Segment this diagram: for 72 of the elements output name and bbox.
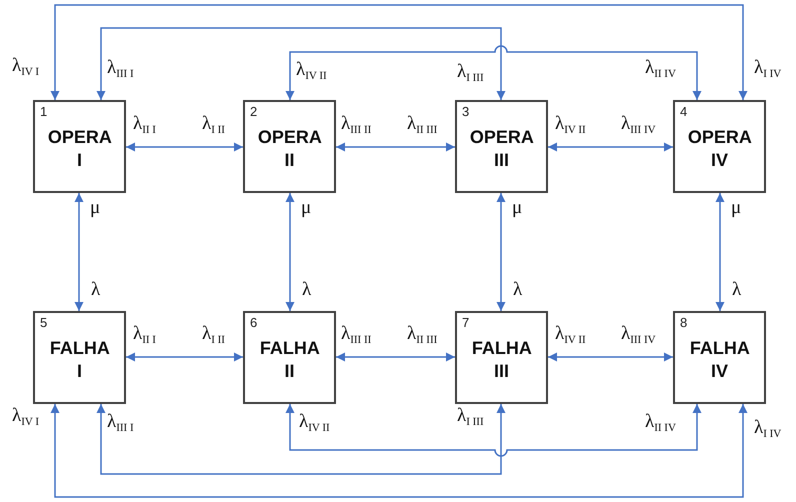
rate-label: λ$_{IV II}$ (296, 60, 327, 84)
state-name: OPERA I (48, 126, 112, 172)
arrow (336, 352, 455, 362)
state-box (673, 311, 766, 404)
arrow (50, 404, 748, 498)
rate-label: λ$_{III I}$ (107, 58, 134, 82)
state-name: OPERA II (258, 126, 322, 172)
state-name: FALHA III (472, 337, 532, 383)
rate-label: λ$_{II IV}$ (645, 412, 676, 436)
arrow (126, 142, 243, 152)
rate-label: λ$_{II III}$ (407, 324, 438, 348)
state-number: 8 (680, 315, 688, 330)
arrow (496, 193, 506, 311)
rate-label: μ (301, 198, 312, 218)
state-number: 6 (250, 315, 258, 330)
rate-label: λ$_{I IV}$ (754, 58, 782, 82)
rate-label: λ (513, 280, 522, 300)
state-name: OPERA IV (688, 126, 752, 172)
rate-label: λ$_{IV I}$ (12, 56, 40, 80)
rate-label: λ$_{IV II}$ (555, 324, 586, 348)
arrow (50, 4, 748, 100)
arrow (74, 193, 84, 311)
arrow (716, 193, 724, 311)
rate-label: λ (732, 280, 742, 300)
rate-label: λ$_{III II}$ (341, 114, 372, 138)
rate-label: λ$_{IV II}$ (299, 412, 330, 436)
state-number: 5 (40, 315, 48, 330)
state-number: 4 (680, 104, 688, 119)
arrow (548, 142, 673, 152)
rate-label: λ (302, 280, 312, 300)
rate-label: μ (90, 198, 100, 218)
state-name: FALHA I (50, 337, 110, 383)
state-name: OPERA III (470, 126, 534, 172)
arrow (126, 352, 243, 362)
rate-label: λ$_{III IV}$ (621, 324, 656, 348)
arrow (96, 27, 506, 100)
state-box (33, 311, 126, 404)
state-number: 3 (462, 104, 470, 119)
arrow (336, 142, 455, 152)
state-box (243, 311, 336, 404)
rate-label: λ$_{II III}$ (407, 114, 438, 138)
state-number: 1 (40, 104, 48, 119)
state-box (673, 100, 766, 193)
arrow (286, 404, 702, 457)
rate-label: λ$_{IV I}$ (12, 406, 40, 430)
arrow (286, 45, 702, 100)
arrow (286, 193, 294, 311)
arrow (548, 352, 673, 362)
state-number: 7 (462, 315, 470, 330)
state-name: FALHA IV (690, 337, 750, 383)
arrow (96, 404, 506, 475)
rate-label: λ$_{I IV}$ (754, 418, 782, 442)
rate-label: λ$_{I III}$ (457, 62, 484, 86)
rate-label: λ$_{III II}$ (341, 324, 372, 348)
rate-label: λ (91, 280, 100, 300)
rate-label: λ$_{I II}$ (202, 114, 225, 138)
rate-label: λ$_{I II}$ (202, 324, 225, 348)
rate-label: λ$_{III IV}$ (621, 114, 656, 138)
rate-label: μ (512, 198, 522, 218)
rate-label: λ$_{II IV}$ (645, 58, 676, 82)
rate-label: μ (731, 198, 742, 218)
rate-label: λ$_{II I}$ (133, 324, 156, 348)
state-box (33, 100, 126, 193)
state-box (243, 100, 336, 193)
state-box (455, 100, 548, 193)
rate-label: λ$_{IV II}$ (555, 114, 586, 138)
rate-label: λ$_{III I}$ (107, 412, 134, 436)
state-box (455, 311, 548, 404)
state-number: 2 (250, 104, 258, 119)
state-name: FALHA II (260, 337, 320, 383)
rate-label: λ$_{I III}$ (457, 406, 484, 430)
rate-label: λ$_{II I}$ (133, 114, 156, 138)
